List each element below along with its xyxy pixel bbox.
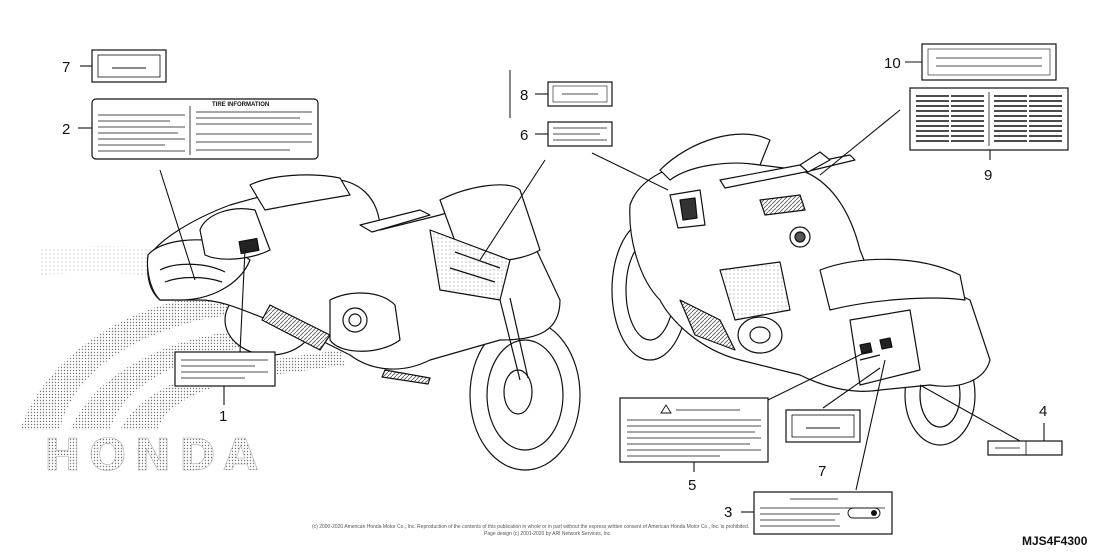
- label-5-warning: [619, 397, 769, 463]
- callout-9: 9: [984, 167, 992, 184]
- label-9: [909, 87, 1069, 151]
- callout-4: 4: [1039, 403, 1047, 420]
- label-7-bottom: [785, 409, 861, 443]
- motorcycle-left-illustration: [146, 174, 581, 471]
- label-8: [547, 81, 613, 107]
- callout-3: 3: [724, 504, 732, 521]
- copyright-line-1: (c) 2000-2020 American Honda Motor Co., …: [312, 524, 749, 530]
- motorcycle-right-illustration: [611, 133, 991, 446]
- label-3: [753, 491, 893, 535]
- part-code: MJS4F4300: [1022, 534, 1088, 548]
- honda-logo-watermark: HONDA: [44, 430, 266, 482]
- callout-2: 2: [62, 121, 70, 138]
- label-4: [987, 440, 1063, 456]
- callout-7-bottom: 7: [818, 463, 826, 480]
- callout-5: 5: [688, 477, 696, 494]
- label-2-tire-information: TIRE INFORMATION: [91, 98, 319, 160]
- label-7-top: [91, 49, 167, 83]
- callout-1: 1: [219, 408, 227, 425]
- svg-text:HONDA: HONDA: [44, 430, 266, 481]
- leader-lines: [78, 61, 1045, 513]
- callout-7-top: 7: [62, 59, 70, 76]
- label-6: [547, 121, 613, 147]
- warning-icon: [660, 404, 672, 414]
- copyright-line-2: Page design (c) 2001-2020 by ARI Network…: [484, 531, 612, 537]
- label-1: [174, 351, 276, 387]
- callout-8: 8: [520, 87, 528, 104]
- callout-10: 10: [884, 55, 901, 72]
- label-10: [921, 43, 1057, 81]
- callout-numbers: 7 2 1 8 6 10 9 5 7 4 3: [62, 55, 1047, 521]
- callout-6: 6: [520, 127, 528, 144]
- tire-label-header: TIRE INFORMATION: [212, 102, 269, 108]
